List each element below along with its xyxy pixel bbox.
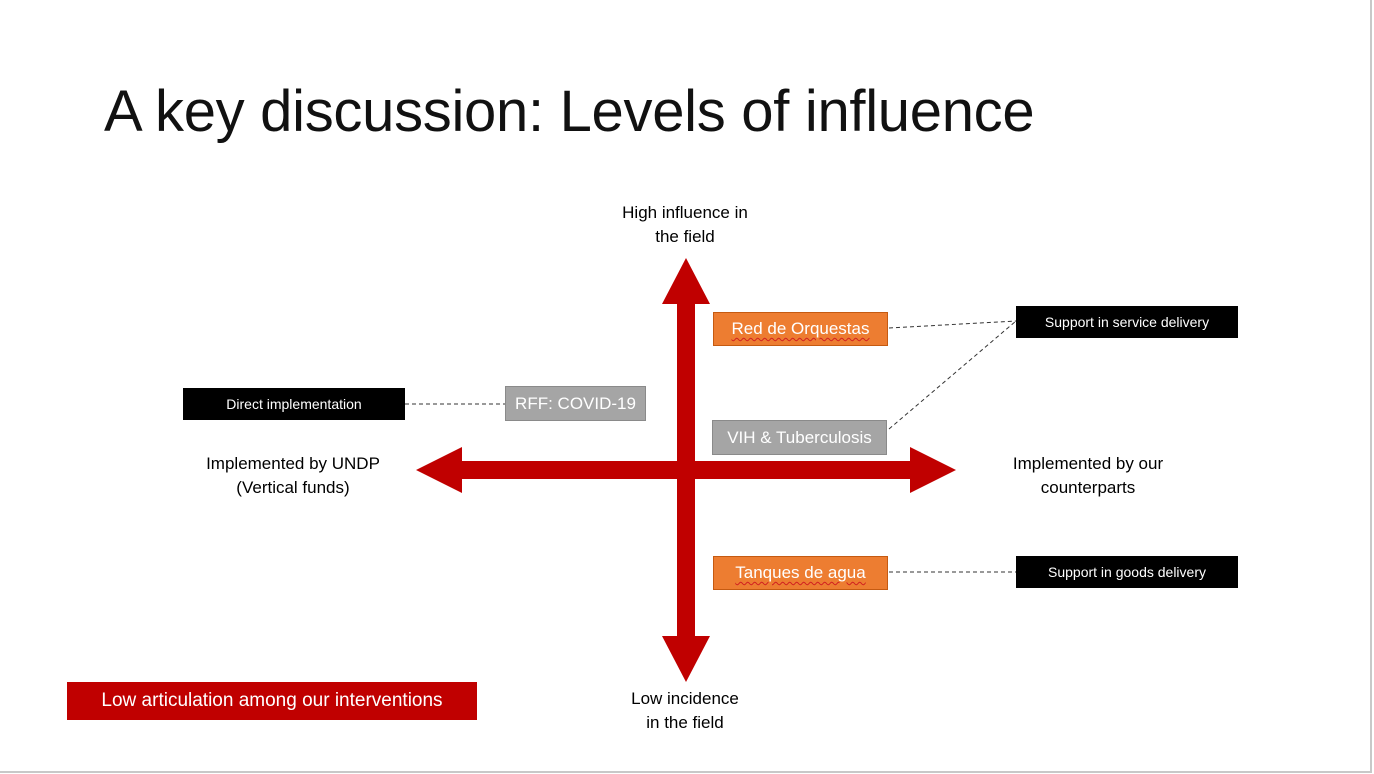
note-goods-delivery-label: Support in goods delivery	[1048, 564, 1206, 580]
intervention-rff-covid: RFF: COVID-19	[505, 386, 646, 421]
axis-label-top-line1: High influence in	[622, 203, 748, 222]
note-direct-implementation: Direct implementation	[183, 388, 405, 420]
intervention-red-de-orquestas: Red de Orquestas	[713, 312, 888, 346]
axis-label-right: Implemented by our counterparts	[978, 452, 1198, 500]
intervention-vih-tuberculosis: VIH & Tuberculosis	[712, 420, 887, 455]
axis-label-left-line1: Implemented by UNDP	[206, 454, 380, 473]
connector-vih-service	[888, 320, 1017, 430]
intervention-tanques-de-agua: Tanques de agua	[713, 556, 888, 590]
axis-label-right-line2: counterparts	[1040, 478, 1136, 497]
axis-label-left: Implemented by UNDP (Vertical funds)	[178, 452, 408, 500]
low-articulation-banner-label: Low articulation among our interventions	[101, 690, 443, 711]
note-service-delivery-label: Support in service delivery	[1044, 314, 1210, 330]
note-goods-delivery: Support in goods delivery	[1016, 556, 1238, 588]
intervention-rff-covid-label: RFF: COVID-19	[515, 393, 636, 413]
axis-label-top-line2: the field	[655, 227, 715, 246]
note-service-delivery: Support in service delivery	[1016, 306, 1238, 338]
intervention-red-de-orquestas-label: Red de Orquestas	[731, 319, 870, 338]
axis-label-bottom-line1: Low incidence	[631, 689, 739, 708]
axis-label-bottom: Low incidence in the field	[585, 687, 785, 735]
connector-orquestas-service	[888, 320, 1017, 329]
axis-label-top: High influence in the field	[585, 201, 785, 249]
horizontal-arrow-shape	[416, 447, 956, 493]
connector-lines	[405, 320, 1017, 573]
slide-title: A key discussion: Levels of influence	[104, 79, 1035, 144]
horizontal-axis-arrow	[416, 447, 956, 493]
note-direct-implementation-label: Direct implementation	[226, 396, 362, 412]
axis-label-left-line2: (Vertical funds)	[236, 478, 350, 497]
axis-label-bottom-line2: in the field	[646, 713, 724, 732]
intervention-tanques-de-agua-label: Tanques de agua	[735, 563, 866, 582]
low-articulation-banner: Low articulation among our interventions	[67, 682, 477, 720]
axis-label-right-line1: Implemented by our	[1012, 454, 1164, 473]
intervention-vih-tuberculosis-label: VIH & Tuberculosis	[727, 427, 872, 447]
